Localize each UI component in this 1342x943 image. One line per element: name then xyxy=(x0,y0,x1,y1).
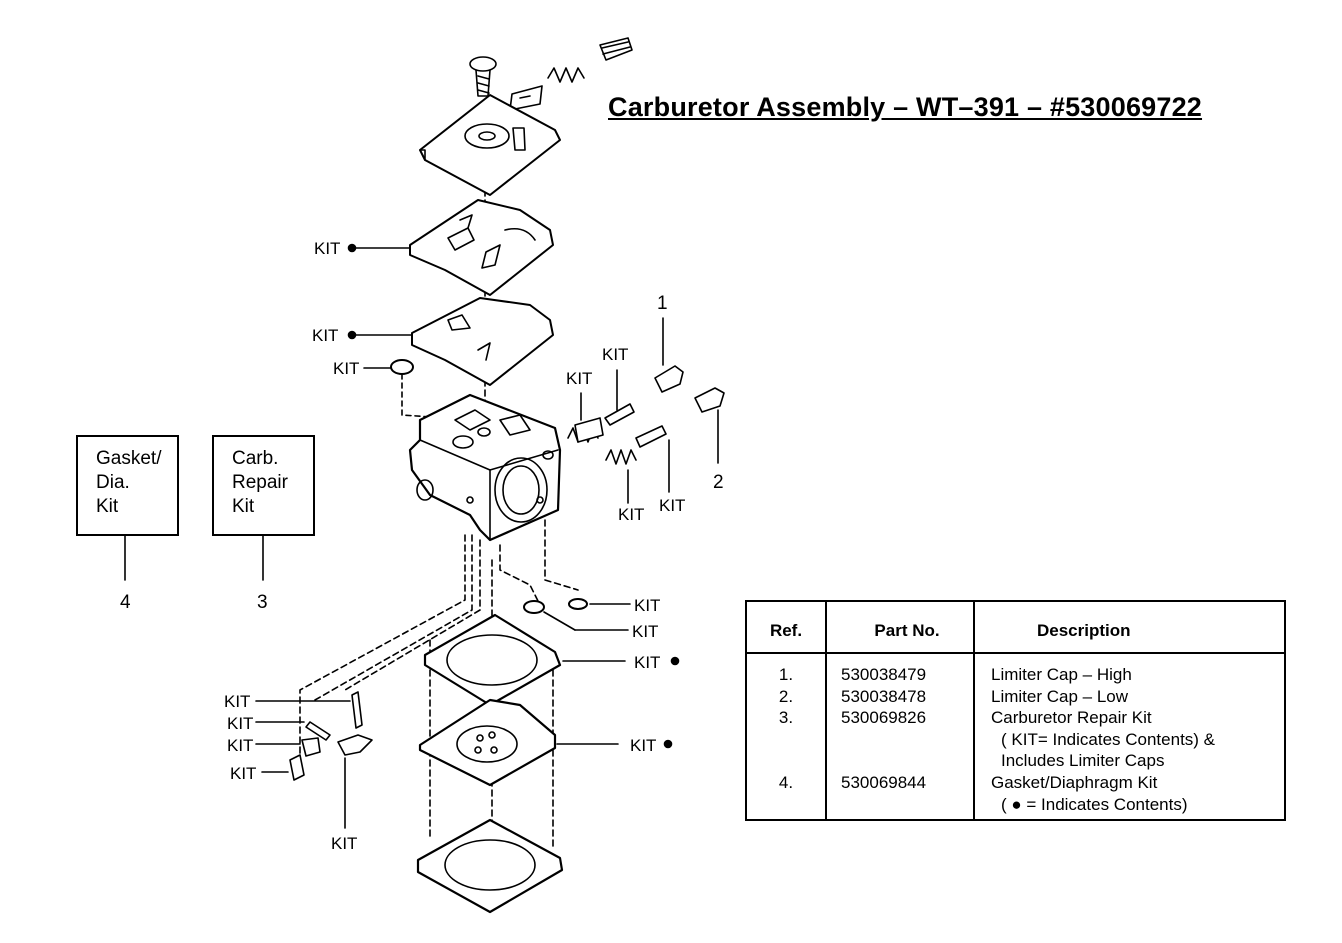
table-cell-part: 530069844 xyxy=(841,772,927,792)
description-column: Limiter Cap – High Limiter Cap – Low Car… xyxy=(974,653,1285,820)
carb-kit-line: Repair xyxy=(232,472,288,493)
kit-callout-inlet-needle: KIT xyxy=(230,764,257,783)
inlet-needle-spring-part xyxy=(509,37,633,111)
gasket-kit-line: Kit xyxy=(96,496,119,517)
callout-number-1: 1 xyxy=(657,293,668,314)
kit-callout-lever-pin: KIT xyxy=(227,714,254,733)
kit-callout-lever: KIT xyxy=(331,834,358,853)
gasket-kit-line: Dia. xyxy=(96,472,130,493)
table-cell-desc: Limiter Cap – Low xyxy=(991,686,1129,706)
kit-callout-needle-2: KIT xyxy=(602,345,629,364)
table-cell-ref: 4. xyxy=(778,772,794,792)
header-ref: Ref. xyxy=(746,601,827,654)
screw-part xyxy=(469,56,497,97)
parts-table: Ref. Part No. Description 1. 2. 3. 4. 53… xyxy=(745,600,1286,821)
header-part-no: Part No. xyxy=(826,601,975,654)
pump-diaphragm-part xyxy=(411,297,554,386)
gasket-kit-box: Gasket/ Dia. Kit xyxy=(76,435,179,536)
table-cell-desc: ( KIT= Indicates Contents) & xyxy=(1001,729,1216,749)
table-cell-part: 530069826 xyxy=(841,708,927,728)
table-cell-ref: 3. xyxy=(778,708,794,728)
carb-kit-line: Carb. xyxy=(232,448,279,469)
diagram-title: Carburetor Assembly – WT–391 – #53006972… xyxy=(608,92,1203,122)
kit-callout-gasket-2: KIT xyxy=(312,326,339,345)
filter-screen-part xyxy=(390,359,414,375)
header-description: Description xyxy=(974,601,1285,654)
limiter-caps-part xyxy=(654,365,725,413)
inlet-needle-lever-part xyxy=(289,691,373,781)
gasket-kit-line: Gasket/ xyxy=(96,448,162,469)
kit-callout-pin: KIT xyxy=(224,692,251,711)
kit-callout-screw: KIT xyxy=(227,736,254,755)
kit-callout-spring-1: KIT xyxy=(618,505,645,524)
table-cell-desc: Gasket/Diaphragm Kit xyxy=(991,772,1158,792)
kit-callout-screen: KIT xyxy=(333,359,360,378)
callout-number-3: 3 xyxy=(257,592,268,613)
metering-cover-part xyxy=(416,818,564,914)
pump-cover-part xyxy=(419,94,561,196)
table-cell-part: 530038478 xyxy=(841,686,927,706)
table-cell-desc: ( ● = Indicates Contents) xyxy=(1001,794,1188,814)
pump-gasket-part xyxy=(409,199,554,296)
kit-callout-gasket-1: KIT xyxy=(314,239,341,258)
metering-gasket-part xyxy=(423,613,562,707)
carburetor-body-part xyxy=(408,393,562,542)
check-valve-part xyxy=(523,600,545,614)
table-cell-part: 530038479 xyxy=(841,665,927,684)
kit-callout-disc: KIT xyxy=(632,622,659,641)
metering-diaphragm-part xyxy=(418,698,557,787)
mixture-needles-part xyxy=(567,403,667,465)
table-cell-desc: Includes Limiter Caps xyxy=(1001,751,1165,771)
kit-callout-spring-2: KIT xyxy=(659,496,686,515)
table-cell-desc: Carburetor Repair Kit xyxy=(991,708,1152,728)
table-cell-desc: Limiter Cap – High xyxy=(991,665,1132,684)
kit-callout-metering-gasket: KIT xyxy=(634,653,661,672)
carb-kit-line: Kit xyxy=(232,496,255,517)
carb-repair-kit-box: Carb. Repair Kit xyxy=(212,435,315,536)
table-cell-ref: 1. xyxy=(778,665,794,684)
kit-callout-needle-1: KIT xyxy=(566,369,593,388)
part-no-column: 530038479 530038478 530069826 530069844 xyxy=(826,653,975,820)
ref-column: 1. 2. 3. 4. xyxy=(746,653,827,820)
callout-number-4: 4 xyxy=(120,592,131,613)
table-cell-ref: 2. xyxy=(778,686,794,706)
table-body: 1. 2. 3. 4. 530038479 530038478 53006982… xyxy=(746,653,1285,820)
table-header-row: Ref. Part No. Description xyxy=(746,601,1285,654)
callout-number-2: 2 xyxy=(713,472,724,493)
kit-callout-metering-diaphragm: KIT xyxy=(630,736,657,755)
kit-callout-check-valve: KIT xyxy=(634,596,661,615)
